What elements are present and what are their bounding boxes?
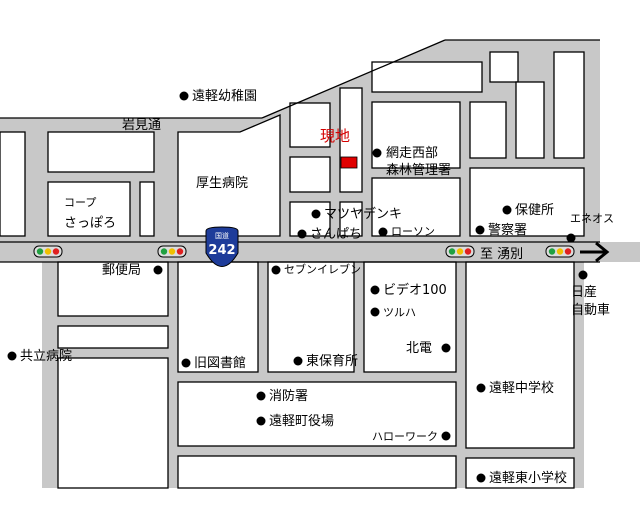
block-center-1 xyxy=(289,102,331,148)
outer-area-right-bottom xyxy=(584,262,640,488)
poi-dot xyxy=(441,431,451,441)
poi-dot xyxy=(256,391,266,401)
block-police xyxy=(469,167,585,237)
outer-area-left-bottom xyxy=(0,262,42,488)
block-nw-2 xyxy=(47,131,155,173)
block-lawson xyxy=(371,177,461,237)
poi-nissan-line1: 日産 xyxy=(571,284,597,300)
block-center-3 xyxy=(289,201,331,237)
site-marker xyxy=(340,156,358,169)
route-242-shield-icon: 国道 242 xyxy=(205,226,239,267)
diagonal-road-edge-2 xyxy=(261,39,446,119)
poi-dot xyxy=(271,265,281,275)
block-coop xyxy=(47,181,131,237)
direction-arrow-icon xyxy=(580,241,610,263)
poi-dot xyxy=(578,270,588,280)
route-shield-header: 国道 xyxy=(215,231,229,240)
poi-coop-line2: さっぽろ xyxy=(64,216,116,231)
poi-dot xyxy=(502,205,512,215)
road-label-direction: 至 湧別 xyxy=(480,246,523,262)
poi-dot xyxy=(475,225,485,235)
block-n-2 xyxy=(371,61,483,93)
block-n-4 xyxy=(489,51,519,83)
route-shield-number: 242 xyxy=(208,243,235,258)
poi-sanpachi: さんぱち xyxy=(310,227,362,242)
poi-kindergarten: 遠軽幼稚園 xyxy=(192,89,257,104)
poi-dot xyxy=(311,209,321,219)
block-n-5 xyxy=(515,81,545,159)
poi-east-elementary: 遠軽東小学校 xyxy=(489,470,567,486)
road-label-iwamidori: 岩見通 xyxy=(122,118,161,133)
site-label: 現地 xyxy=(320,127,350,145)
poi-kyoritsu: 共立病院 xyxy=(20,349,72,364)
poi-dot xyxy=(372,148,382,158)
poi-fire: 消防署 xyxy=(269,388,308,404)
poi-seven: セブンイレブン xyxy=(284,262,361,276)
poi-lawson: ローソン xyxy=(391,225,435,238)
poi-matsuya: マツヤデンキ xyxy=(324,206,402,222)
poi-dot xyxy=(476,383,486,393)
poi-dot xyxy=(370,285,380,295)
block-n-6 xyxy=(553,51,585,159)
block-post xyxy=(57,261,169,317)
poi-health: 保健所 xyxy=(515,203,554,218)
poi-eneos: エネオス xyxy=(570,212,614,225)
poi-dot xyxy=(370,307,380,317)
poi-coop-line1: コープ xyxy=(64,196,96,209)
block-s-2 xyxy=(57,357,169,489)
block-junior-high xyxy=(465,261,575,449)
block-n-1 xyxy=(371,101,461,169)
block-library xyxy=(177,261,259,373)
traffic-signal-icon xyxy=(33,245,63,258)
poi-dot xyxy=(441,343,451,353)
poi-dot xyxy=(153,265,163,275)
poi-video: ビデオ100 xyxy=(383,282,447,298)
poi-nursery: 東保育所 xyxy=(306,353,358,369)
poi-dot xyxy=(297,229,307,239)
poi-dot xyxy=(179,91,189,101)
poi-dot xyxy=(293,356,303,366)
poi-police: 警察署 xyxy=(488,222,527,238)
poi-dot xyxy=(566,233,576,243)
poi-dot xyxy=(256,416,266,426)
traffic-signal-icon xyxy=(545,245,575,258)
poi-nissan-line2: 自動車 xyxy=(571,303,610,318)
outer-area-top xyxy=(0,0,640,118)
outer-area-bottom xyxy=(0,488,640,511)
poi-post: 郵便局 xyxy=(102,263,141,278)
block-nw-1 xyxy=(0,131,26,237)
block-video xyxy=(363,261,457,373)
poi-town-hall: 遠軽町役場 xyxy=(269,414,334,429)
block-nw-3 xyxy=(139,181,155,237)
poi-forestry-line1: 網走西部 xyxy=(386,146,438,161)
traffic-signal-icon xyxy=(157,245,187,258)
block-n-3 xyxy=(469,101,507,159)
poi-hospital: 厚生病院 xyxy=(196,176,248,191)
block-center-2 xyxy=(289,156,331,193)
poi-forestry-line2: 森林管理署 xyxy=(386,163,451,178)
traffic-signal-icon xyxy=(445,245,475,258)
poi-dot xyxy=(476,473,486,483)
poi-hellowork: ハローワーク xyxy=(372,430,438,443)
poi-library: 旧図書館 xyxy=(194,356,246,371)
block-matsuya xyxy=(339,201,363,237)
poi-hokuden: 北電 xyxy=(406,341,432,356)
poi-dot xyxy=(181,358,191,368)
block-hospital xyxy=(177,114,281,237)
poi-dot xyxy=(378,227,388,237)
block-s-4 xyxy=(465,457,575,489)
block-fire xyxy=(177,381,457,447)
poi-tsuruha: ツルハ xyxy=(383,306,416,319)
poi-dot xyxy=(7,351,17,361)
block-s-3 xyxy=(177,455,457,489)
poi-junior-high: 遠軽中学校 xyxy=(489,380,554,396)
block-s-1 xyxy=(57,325,169,349)
block-seven xyxy=(267,261,355,373)
outer-area-right xyxy=(600,40,640,242)
